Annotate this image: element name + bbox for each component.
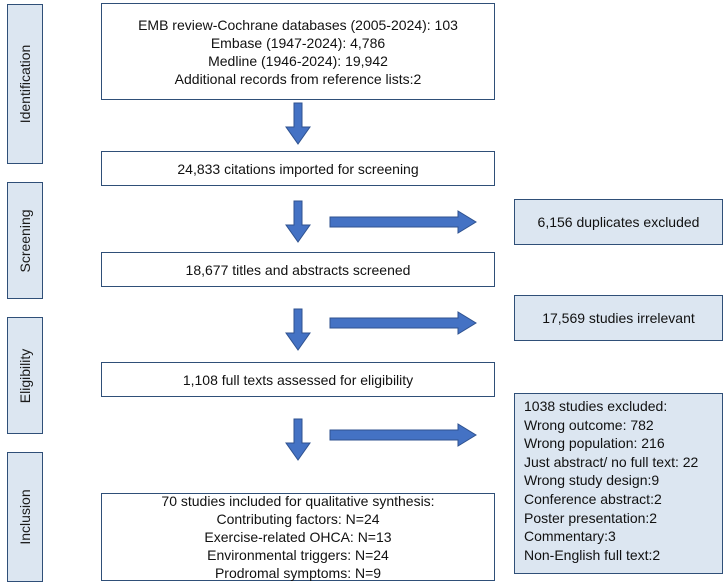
phase-inclusion: Inclusion [7, 452, 43, 582]
phase-eligibility: Eligibility [7, 317, 43, 434]
included-line-4: Environmental triggers: N=24 [207, 547, 389, 563]
phase-screening: Screening [7, 182, 43, 299]
identification-line-3: Medline (1946-2024): 19,942 [208, 52, 388, 69]
excluded-box: 1038 studies excluded: Wrong outcome: 78… [514, 393, 723, 574]
included-box: 70 studies included for qualitative synt… [101, 493, 495, 581]
excluded-line-1: 1038 studies excluded: [524, 398, 668, 414]
down-arrow-1 [285, 102, 311, 145]
right-arrow-1 [329, 210, 477, 234]
screened-text: 18,677 titles and abstracts screened [185, 261, 411, 278]
included-line-5: Prodromal symptoms: N=9 [214, 565, 382, 581]
right-arrow-2 [329, 311, 477, 335]
down-arrow-3 [285, 308, 311, 351]
included-line-3: Exercise-related OHCA: N=13 [204, 529, 392, 545]
excluded-line-4: Just abstract/ no full text: 22 [524, 453, 699, 470]
excluded-line-2: Wrong outcome: 782 [524, 416, 654, 433]
excluded-line-7: Poster presentation:2 [524, 509, 658, 526]
fulltext-box: 1,108 full texts assessed for eligibilit… [101, 362, 495, 397]
right-arrow-3 [329, 423, 477, 447]
fulltext-text: 1,108 full texts assessed for eligibilit… [182, 371, 414, 388]
identification-line-2: Embase (1947-2024): 4,786 [210, 34, 386, 51]
irrelevant-text: 17,569 studies irrelevant [542, 310, 695, 326]
phase-identification: Identification [7, 4, 43, 164]
excluded-line-9: Non-English full text:2 [524, 546, 661, 563]
excluded-line-5: Wrong study design:9 [524, 472, 660, 489]
duplicates-box: 6,156 duplicates excluded [514, 199, 723, 245]
irrelevant-box: 17,569 studies irrelevant [514, 295, 723, 341]
identification-box: EMB review-Cochrane databases (2005-2024… [101, 3, 495, 100]
included-line-1: 70 studies included for qualitative synt… [161, 493, 435, 509]
down-arrow-4 [285, 418, 311, 461]
included-line-2: Contributing factors: N=24 [216, 511, 380, 527]
identification-line-1: EMB review-Cochrane databases (2005-2024… [138, 16, 458, 33]
imported-text: 24,833 citations imported for screening [177, 160, 419, 177]
excluded-line-8: Commentary:3 [524, 528, 616, 545]
imported-box: 24,833 citations imported for screening [101, 151, 495, 186]
down-arrow-2 [285, 200, 311, 243]
duplicates-text: 6,156 duplicates excluded [537, 214, 700, 230]
screened-box: 18,677 titles and abstracts screened [101, 252, 495, 287]
excluded-line-3: Wrong population: 216 [524, 435, 665, 452]
identification-line-4: Additional records from reference lists:… [174, 70, 422, 87]
excluded-line-6: Conference abstract:2 [524, 490, 662, 507]
